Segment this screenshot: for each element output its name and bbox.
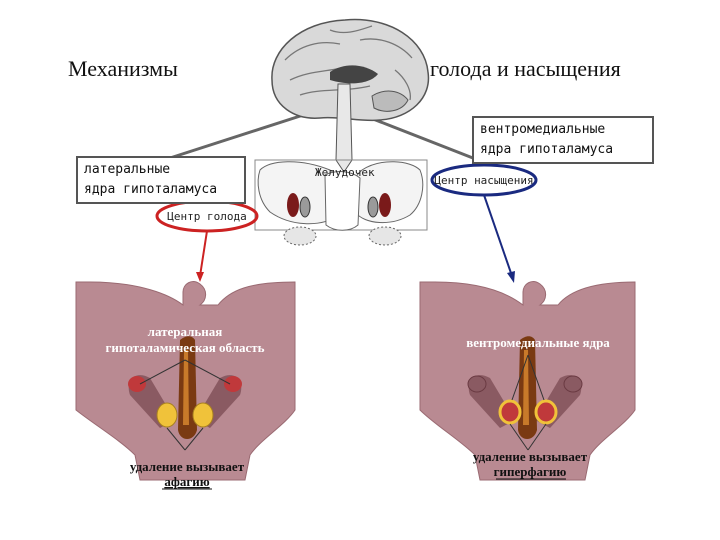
vmh-nuclei-box: вентромедиальные ядра гипоталамуса bbox=[472, 116, 654, 164]
left-result-label-1: удаление вызывает bbox=[130, 459, 245, 474]
vmh-nuclei-line2: ядра гипоталамуса bbox=[480, 140, 646, 160]
right-result-label-1: удаление вызывает bbox=[473, 449, 588, 464]
left-result-label-2: афагию bbox=[164, 474, 209, 489]
hunger-center-label: Центр голода bbox=[167, 210, 246, 223]
lateral-area-label-2: гипоталамическая область bbox=[105, 340, 264, 355]
brain-illustration bbox=[272, 20, 429, 172]
satiety-arrow bbox=[484, 195, 512, 276]
stomach-label: Желудочек bbox=[315, 166, 375, 179]
hypothalamus-section: Желудочек bbox=[255, 160, 427, 245]
lateral-nuclei-box: латеральные ядра гипоталамуса bbox=[76, 156, 246, 204]
lateral-nuclei-line2: ядра гипоталамуса bbox=[84, 180, 238, 200]
lateral-area-label-1: латеральная bbox=[148, 324, 223, 339]
right-result-label-2: гиперфагию bbox=[494, 464, 567, 479]
lateral-nuclei-line1: латеральные bbox=[84, 160, 238, 180]
satiety-center-label: Центр насыщения bbox=[434, 174, 533, 187]
vmh-area-label: вентромедиальные ядра bbox=[466, 335, 610, 350]
hunger-arrow bbox=[200, 231, 207, 276]
vmh-nuclei-line1: вентромедиальные bbox=[480, 120, 646, 140]
left-panel bbox=[76, 282, 295, 480]
